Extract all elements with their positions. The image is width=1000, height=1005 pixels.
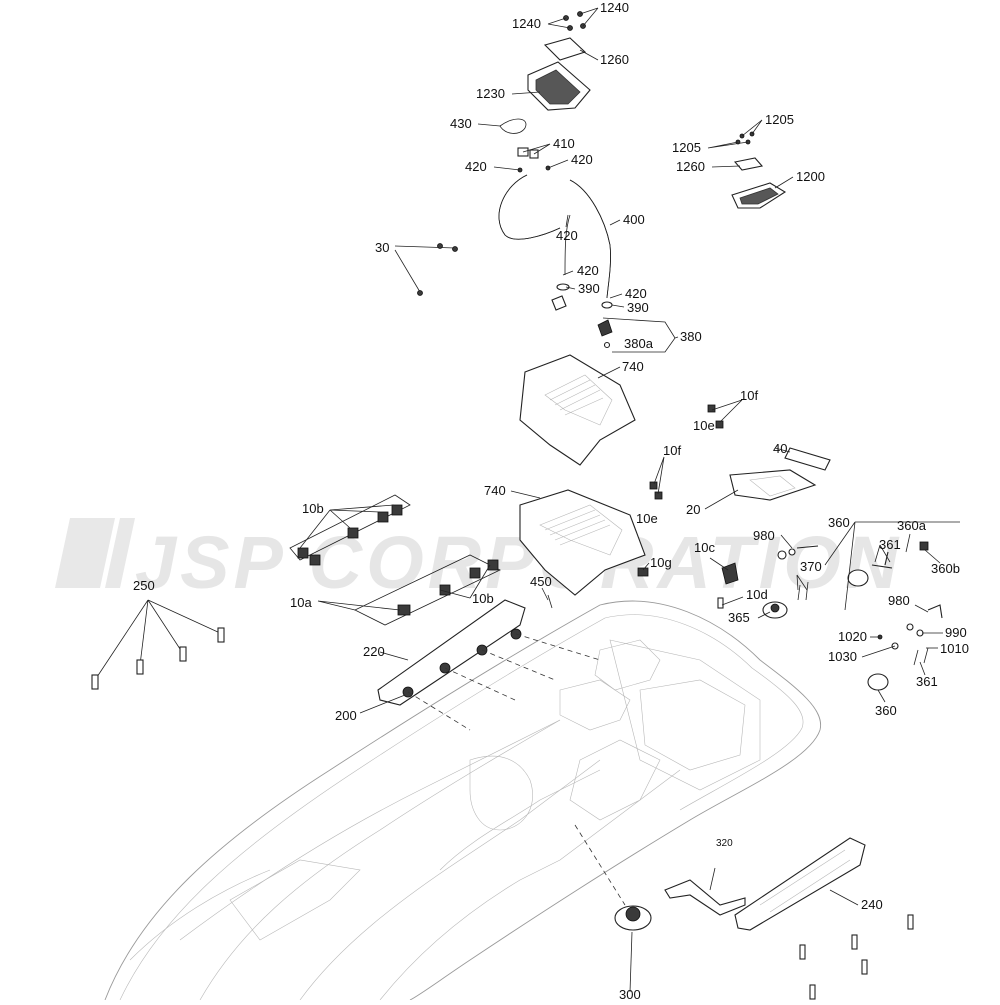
part-label-740: 740 xyxy=(622,359,644,374)
part-label-390: 390 xyxy=(627,300,649,315)
part-label-10g: 10g xyxy=(650,555,672,570)
part-label-980: 980 xyxy=(753,528,775,543)
part-label-450: 450 xyxy=(530,574,552,589)
part-label-360b: 360b xyxy=(931,561,960,576)
part-label-1240: 1240 xyxy=(512,16,541,31)
part-label-1030: 1030 xyxy=(828,649,857,664)
part-label-10b: 10b xyxy=(472,591,494,606)
part-label-380: 380 xyxy=(680,329,702,344)
part-shapes xyxy=(91,11,943,1000)
part-label-360a: 360a xyxy=(897,518,927,533)
watermark-text: JSP CORPORATION xyxy=(135,521,902,604)
part-label-1010: 1010 xyxy=(940,641,969,656)
part-label-250: 250 xyxy=(133,578,155,593)
part-label-10f: 10f xyxy=(663,443,681,458)
part-label-1260: 1260 xyxy=(676,159,705,174)
part-label-10f: 10f xyxy=(740,388,758,403)
part-label-980: 980 xyxy=(888,593,910,608)
part-label-20: 20 xyxy=(686,502,700,517)
part-label-361: 361 xyxy=(916,674,938,689)
part-label-320: 320 xyxy=(716,838,733,849)
part-label-10d: 10d xyxy=(746,587,768,602)
leader-lines xyxy=(299,7,960,993)
part-label-420: 420 xyxy=(556,228,578,243)
part-label-360: 360 xyxy=(875,703,897,718)
part-label-370: 370 xyxy=(800,559,822,574)
part-label-365: 365 xyxy=(728,610,750,625)
part-label-220: 220 xyxy=(363,644,385,659)
part-label-300: 300 xyxy=(619,987,641,1000)
part-label-990: 990 xyxy=(945,625,967,640)
part-label-10b: 10b xyxy=(302,501,324,516)
part-label-390: 390 xyxy=(578,281,600,296)
part-label-1205: 1205 xyxy=(765,112,794,127)
watermark: JSP CORPORATION xyxy=(55,518,902,604)
part-label-1230: 1230 xyxy=(476,86,505,101)
part-label-420: 420 xyxy=(625,286,647,301)
part-label-10e: 10e xyxy=(693,418,715,433)
part-label-10c: 10c xyxy=(694,540,715,555)
part-label-380a: 380a xyxy=(624,336,654,351)
callout-labels: 1240 1240 1260 1230 430 410 420 420 1205… xyxy=(133,0,969,1002)
part-label-1200: 1200 xyxy=(796,169,825,184)
part-label-360: 360 xyxy=(828,515,850,530)
part-label-420: 420 xyxy=(465,159,487,174)
part-label-410: 410 xyxy=(553,136,575,151)
part-label-1240: 1240 xyxy=(600,0,629,15)
part-label-430: 430 xyxy=(450,116,472,131)
part-label-420: 420 xyxy=(577,263,599,278)
part-label-1260: 1260 xyxy=(600,52,629,67)
part-label-30: 30 xyxy=(375,240,389,255)
part-label-240: 240 xyxy=(861,897,883,912)
part-label-420: 420 xyxy=(571,152,593,167)
part-label-200: 200 xyxy=(335,708,357,723)
part-label-10a: 10a xyxy=(290,595,312,610)
part-label-40: 40 xyxy=(773,441,787,456)
hull-drawing xyxy=(104,600,822,1001)
part-label-1205: 1205 xyxy=(672,140,701,155)
part-label-400: 400 xyxy=(623,212,645,227)
part-label-1020: 1020 xyxy=(838,629,867,644)
part-label-361: 361 xyxy=(879,537,901,552)
part-label-740: 740 xyxy=(484,483,506,498)
part-label-10e: 10e xyxy=(636,511,658,526)
